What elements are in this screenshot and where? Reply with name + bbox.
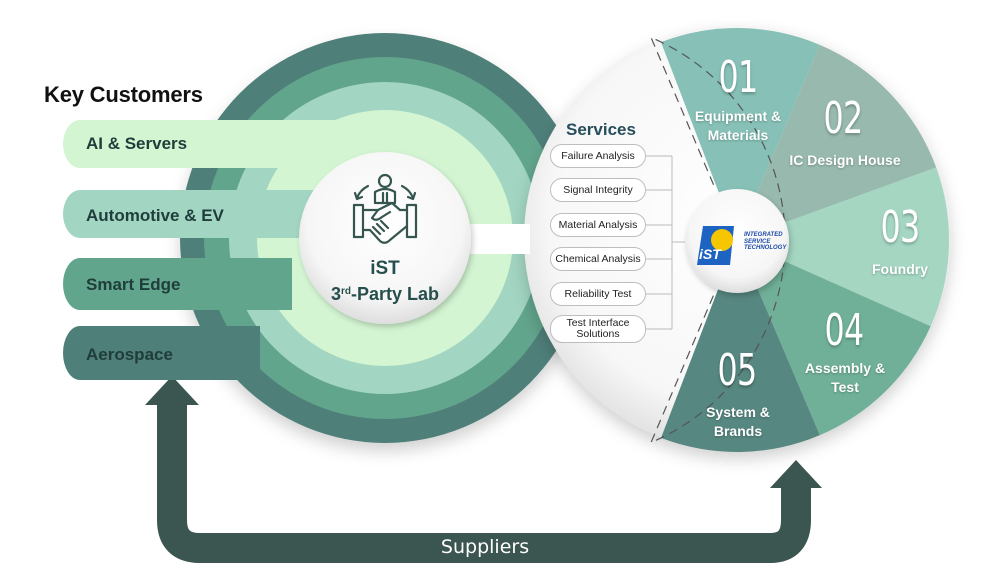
segment-02-label[interactable]: IC Design House [780, 151, 910, 170]
suppliers-arrow [145, 376, 822, 563]
segment-03-label[interactable]: Foundry [855, 260, 945, 279]
connector-bar [470, 224, 530, 254]
service-reliability-test[interactable]: Reliability Test [550, 282, 646, 306]
segment-03-line-1: Foundry [872, 261, 928, 277]
segment-04-line-2: Test [831, 379, 859, 395]
dashed-outline [649, 36, 786, 444]
customer-aerospace[interactable]: Aerospace [86, 345, 173, 364]
center-label: iST 3rd-Party Lab [300, 258, 470, 306]
lab-text: -Party Lab [350, 284, 440, 304]
segment-05-line-2: Brands [713, 423, 763, 439]
segment-05-line-1: System & [706, 404, 770, 420]
arrow-head-left [145, 376, 199, 405]
segment-02-wedge[interactable] [737, 44, 937, 241]
key-customers-heading: Key Customers [44, 82, 203, 107]
segment-04-wedge[interactable] [737, 240, 931, 436]
segment-01-label[interactable]: Equipment & Materials [682, 107, 794, 145]
center-disk [299, 152, 471, 324]
handshake-agent-icon [352, 173, 418, 244]
segment-04-label[interactable]: Assembly & Test [790, 359, 900, 397]
logo-mark: iST [699, 246, 722, 262]
segment-04-line-1: Assembly & [804, 360, 886, 376]
band-aerospace [63, 326, 260, 380]
segment-04-number: 04 [824, 305, 865, 356]
segment-01-number: 01 [718, 52, 759, 103]
ist-logo: iST [697, 226, 734, 265]
segment-01-line-1: Equipment & [694, 108, 782, 124]
services-title: Services [566, 120, 636, 139]
ordinal-number: 3 [330, 284, 341, 304]
segment-01-line-2: Materials [707, 127, 769, 143]
center-title: iST [370, 258, 400, 279]
supply-chain-pie [661, 27, 949, 453]
logo-line-3: TECHNOLOGY [744, 245, 787, 251]
segment-05-number: 05 [717, 345, 758, 396]
logo-wordmark: INTEGRATED SERVICE TECHNOLOGY [744, 232, 786, 252]
segment-05-label[interactable]: System & Brands [688, 403, 788, 441]
services-connectors [646, 155, 686, 330]
segment-02-number: 02 [823, 93, 864, 144]
center-subtitle: 3rd-Party Lab [300, 280, 470, 306]
service-signal-integrity[interactable]: Signal Integrity [550, 178, 646, 202]
band-smart-edge [63, 258, 292, 310]
segment-02-line-1: IC Design House [789, 152, 901, 168]
customer-ai-servers[interactable]: AI & Servers [86, 134, 188, 153]
logo-line-1: INTEGRATED [744, 232, 783, 238]
service-material-analysis[interactable]: Material Analysis [550, 213, 646, 237]
service-failure-analysis[interactable]: Failure Analysis [550, 144, 646, 168]
suppliers-label: Suppliers [440, 536, 530, 558]
segment-03-wedge[interactable] [737, 167, 949, 327]
band-automotive [63, 190, 314, 238]
customer-bands [63, 120, 410, 380]
service-chemical-analysis[interactable]: Chemical Analysis [550, 247, 646, 271]
logo-disk [685, 189, 789, 293]
band-ai-servers [63, 120, 410, 168]
customer-smart-edge[interactable]: Smart Edge [86, 275, 181, 294]
ordinal-suffix: rd [340, 286, 351, 297]
customer-automotive-ev[interactable]: Automotive & EV [86, 206, 224, 225]
service-test-interface-solutions[interactable]: Test Interface Solutions [550, 315, 646, 343]
arrow-head-right [770, 460, 822, 488]
segment-05-wedge[interactable] [661, 240, 820, 453]
segment-01-wedge[interactable] [661, 27, 820, 241]
segment-03-number: 03 [880, 202, 921, 253]
logo-line-2: SERVICE [744, 238, 771, 245]
